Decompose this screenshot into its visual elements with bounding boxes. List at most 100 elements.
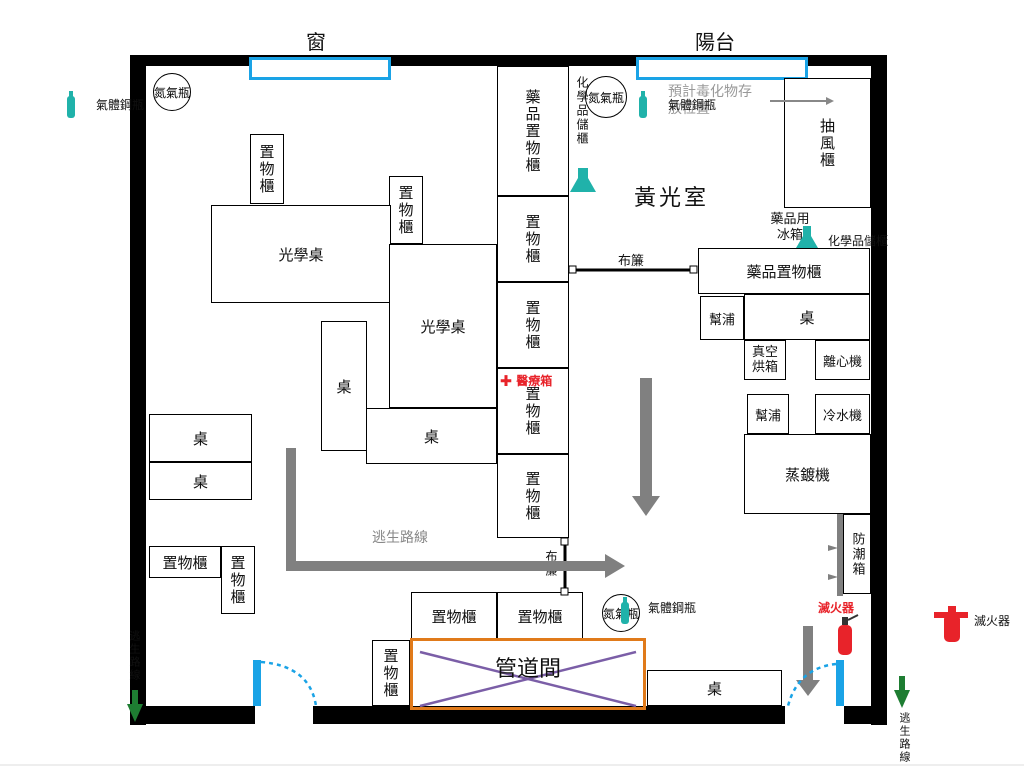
escape-legend-left: 逃生路線 bbox=[128, 630, 141, 682]
cabinet-bottom-1: 置物櫃 bbox=[411, 592, 497, 640]
table-right: 桌 bbox=[744, 294, 870, 340]
toxic-storage-note: 預計毒化物存放位置 bbox=[668, 84, 752, 117]
balcony-label: 陽台 bbox=[695, 30, 735, 54]
cabinet-label: 置物櫃 bbox=[523, 299, 542, 351]
drug-fridge-label: 藥品用冰箱 bbox=[770, 212, 810, 243]
yellow-room-label: 黃光室 bbox=[634, 186, 710, 211]
cabinet-left-3: 置物櫃 bbox=[149, 546, 221, 578]
optical-table-label: 光學桌 bbox=[420, 317, 466, 336]
gas-cylinder-legend-mid: 氣體鋼瓶 bbox=[668, 98, 717, 112]
cabinet-left-4: 置物櫃 bbox=[221, 546, 255, 614]
gas-cylinder-legend-bottom: 氣體鋼瓶 bbox=[648, 601, 697, 615]
sink-label: 幫浦 bbox=[708, 312, 735, 328]
nitrogen-circle-2: 氮氣瓶 bbox=[585, 76, 627, 118]
cabinet-label: 置物櫃 bbox=[523, 213, 542, 265]
optical-table-2: 光學桌 bbox=[389, 244, 497, 408]
pipe-room-cross-2 bbox=[419, 650, 637, 708]
moisture-box-label: 防潮箱 bbox=[849, 531, 865, 577]
gas-cylinder-icon-1 bbox=[67, 91, 75, 118]
wall-bottom-mid bbox=[313, 706, 785, 724]
curtain-label-top: 布簾 bbox=[618, 254, 645, 269]
cabinet-label: 置物櫃 bbox=[523, 385, 542, 437]
table-label: 桌 bbox=[192, 429, 208, 448]
moisture-box-arrow-1-head bbox=[828, 545, 838, 551]
evaporator-label: 蒸鍍機 bbox=[784, 465, 830, 484]
cabinet-label: 置物櫃 bbox=[396, 184, 415, 236]
extinguisher-label: 滅火器 bbox=[818, 601, 855, 615]
evaporator: 蒸鍍機 bbox=[744, 434, 871, 514]
pipe-room: 管道間 bbox=[410, 638, 646, 710]
escape-arrow-center-head bbox=[632, 496, 660, 516]
cabinet-center-3: 置物櫃 bbox=[497, 282, 569, 368]
wall-bottom-right bbox=[844, 706, 887, 724]
sink-1: 幫浦 bbox=[700, 296, 744, 340]
cabinet-drug-storage-top: 藥品置物櫃 bbox=[497, 66, 569, 196]
nitrogen-label: 氮氣瓶 bbox=[154, 85, 191, 100]
fume-hood-arrow-head bbox=[826, 97, 834, 105]
extinguisher-icon-legend bbox=[934, 606, 968, 642]
cabinet-label: 置物櫃 bbox=[162, 553, 208, 572]
chiller-label: 冷水機 bbox=[822, 408, 862, 424]
table-label: 桌 bbox=[192, 472, 208, 491]
door-right-swing bbox=[786, 662, 837, 707]
escape-legend-right: 逃生路線 bbox=[898, 712, 911, 764]
door-left-bar bbox=[253, 660, 261, 706]
optical-table-label: 光學桌 bbox=[278, 245, 324, 264]
cabinet-bottom-3: 置物櫃 bbox=[372, 640, 410, 706]
table-bottom-right: 桌 bbox=[647, 670, 782, 706]
door-left-swing bbox=[260, 660, 318, 707]
table-center: 桌 bbox=[366, 408, 497, 464]
drug-storage-label: 藥品置物櫃 bbox=[746, 262, 822, 281]
window bbox=[249, 57, 391, 80]
table-label: 桌 bbox=[799, 308, 815, 327]
escape-exit-icon-left bbox=[127, 690, 143, 722]
flask-icon-1 bbox=[570, 168, 596, 192]
nitrogen-label: 氮氣瓶 bbox=[587, 90, 624, 105]
pipe-room-label: 管道間 bbox=[494, 657, 561, 682]
cabinet-label: 置物櫃 bbox=[517, 607, 563, 626]
cabinet-label: 置物櫃 bbox=[431, 607, 477, 626]
vacuum-oven-label: 真空烘箱 bbox=[751, 345, 778, 375]
flask-icon-2 bbox=[796, 226, 818, 248]
door-right-bar bbox=[836, 660, 844, 706]
first-aid-text: 醫療箱 bbox=[516, 374, 553, 388]
table-vertical: 桌 bbox=[321, 321, 367, 451]
wall-bottom-left bbox=[130, 706, 255, 724]
escape-arrow-left bbox=[286, 448, 605, 571]
sink-2: 幫浦 bbox=[747, 394, 789, 434]
escape-arrow-right-head bbox=[796, 680, 820, 696]
wall-right bbox=[871, 55, 887, 725]
moisture-box-arrow-2-head bbox=[828, 574, 838, 580]
drug-storage-cabinet: 藥品置物櫃 bbox=[698, 248, 870, 294]
gas-cylinder-icon-2 bbox=[639, 91, 647, 118]
table-label: 桌 bbox=[706, 679, 722, 698]
vacuum-oven: 真空烘箱 bbox=[744, 340, 786, 380]
cabinet-bottom-2: 置物櫃 bbox=[497, 592, 583, 640]
chem-cabinet-label: 化學品儲櫃 bbox=[828, 234, 889, 248]
moisture-box: 防潮箱 bbox=[843, 514, 871, 594]
window-label: 窗 bbox=[306, 30, 326, 54]
first-aid-label: ✚ 醫療箱 bbox=[500, 374, 553, 388]
cabinet-label: 置物櫃 bbox=[228, 554, 247, 606]
curtain-end-bottom-a bbox=[560, 537, 569, 546]
wall-top bbox=[130, 55, 887, 66]
curtain-end-bottom-b bbox=[560, 587, 569, 596]
extinguisher-icon-room bbox=[838, 614, 859, 655]
centrifuge-label: 離心機 bbox=[822, 354, 862, 370]
fume-hood-label: 抽風櫃 bbox=[818, 117, 836, 169]
curtain-end-top-a bbox=[568, 265, 577, 274]
gas-cylinder-icon-3 bbox=[621, 597, 629, 624]
drug-fridge: 藥品用冰箱 bbox=[760, 208, 820, 248]
centrifuge: 離心機 bbox=[815, 340, 870, 380]
cabinet-center-4: 置物櫃 bbox=[497, 368, 569, 454]
optical-table-1: 光學桌 bbox=[211, 205, 391, 303]
chiller: 冷水機 bbox=[815, 394, 870, 434]
curtain-end-top-b bbox=[689, 265, 698, 274]
cabinet-center-2: 置物櫃 bbox=[497, 196, 569, 282]
sink-label: 幫浦 bbox=[754, 408, 781, 424]
escape-arrow-left-head bbox=[605, 554, 625, 578]
table-left-1: 桌 bbox=[149, 414, 252, 462]
extinguisher-legend: 滅火器 bbox=[974, 614, 1011, 628]
cabinet-center-5: 置物櫃 bbox=[497, 454, 569, 538]
